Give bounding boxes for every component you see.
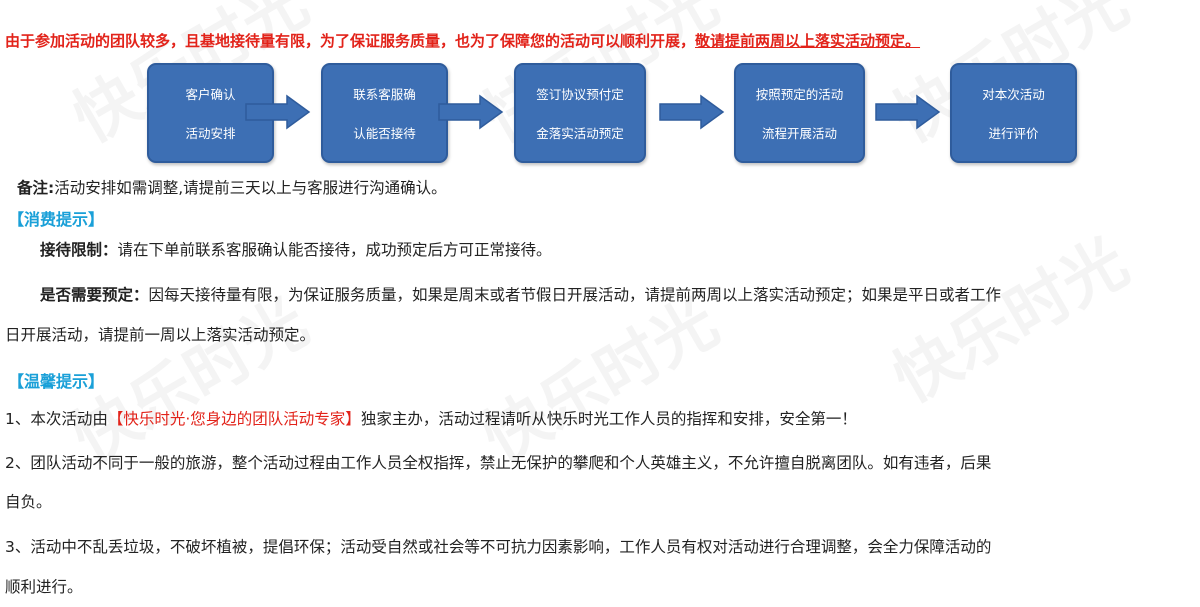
flow-step-line1: 对本次活动 [982,87,1045,102]
flow-step-line2: 认能否接待 [353,126,416,141]
arrow-right-icon [438,94,504,130]
consume-tips-title: 【消费提示】 [8,210,105,229]
tip-item-3: 3、活动中不乱丢垃圾，不破坏植被，提倡环保；活动受自然或社会等不可抗力因素影响，… [5,538,992,556]
reception-limit-text: 请在下单前联系客服确认能否接待，成功预定后方可正常接待。 [117,241,552,259]
notice-underlined: 敬请提前两周以上落实活动预定。 [695,32,921,50]
tip-item-3-cont: 顺利进行。 [5,578,83,596]
booking-required-cont: 日开展活动，请提前一周以上落实活动预定。 [5,326,316,344]
tip-item-1: 1、本次活动由【快乐时光·您身边的团队活动专家】独家主办，活动过程请听从快乐时光… [5,407,857,429]
flow-step: 按照预定的活动 流程开展活动 [734,63,865,163]
arrow-right-icon [245,94,311,130]
flow-step-line1: 按照预定的活动 [755,87,844,102]
flow-step: 签订协议预付定 金落实活动预定 [514,63,646,163]
booking-notice: 由于参加活动的团队较多，且基地接待量有限，为了保证服务质量，也为了保障您的活动可… [5,30,920,51]
flow-step-line2: 活动安排 [185,126,236,141]
remark-label: 备注: [17,179,55,197]
process-flow: 客户确认 活动安排 联系客服确 认能否接待 签订协议预付定 金落实活动预定 按照… [0,63,1200,165]
arrow-right-icon [659,94,725,130]
tip-item-2: 2、团队活动不同于一般的旅游，整个活动过程由工作人员全权指挥，禁止无保护的攀爬和… [5,454,992,472]
booking-required-label: 是否需要预定： [40,286,149,304]
arrow-right-icon [875,94,941,130]
flow-step: 联系客服确 认能否接待 [321,63,448,163]
brand-name: 【快乐时光·您身边的团队活动专家】 [107,410,361,428]
reception-limit: 接待限制：请在下单前联系客服确认能否接待，成功预定后方可正常接待。 [40,238,552,260]
flow-step-line2: 流程开展活动 [761,126,837,141]
tip-item-2-cont: 自负。 [5,493,52,511]
flow-step-line2: 金落实活动预定 [536,126,624,141]
flow-step-line1: 客户确认 [185,87,236,102]
booking-required-text: 因每天接待量有限，为保证服务质量，如果是周末或者节假日开展活动，请提前两周以上落… [148,286,1002,304]
watermark: 快乐时光 [874,212,1142,420]
warm-tips-title: 【温馨提示】 [8,372,105,391]
flow-step-line1: 联系客服确 [353,87,416,102]
tip-item-1-post: 独家主办，活动过程请听从快乐时光工作人员的指挥和安排，安全第一！ [360,410,857,428]
reception-limit-label: 接待限制： [40,241,118,259]
flow-step-line2: 进行评价 [988,126,1039,141]
flow-step: 对本次活动 进行评价 [950,63,1077,163]
remark: 备注:活动安排如需调整,请提前三天以上与客服进行沟通确认。 [17,176,447,198]
booking-required: 是否需要预定：因每天接待量有限，为保证服务质量，如果是周末或者节假日开展活动，请… [40,283,1001,305]
tip-item-1-pre: 1、本次活动由 [5,410,108,428]
flow-step-line1: 签订协议预付定 [536,87,624,102]
remark-text: 活动安排如需调整,请提前三天以上与客服进行沟通确认。 [54,179,447,197]
notice-text: 由于参加活动的团队较多，且基地接待量有限，为了保证服务质量，也为了保障您的活动可… [5,32,696,50]
